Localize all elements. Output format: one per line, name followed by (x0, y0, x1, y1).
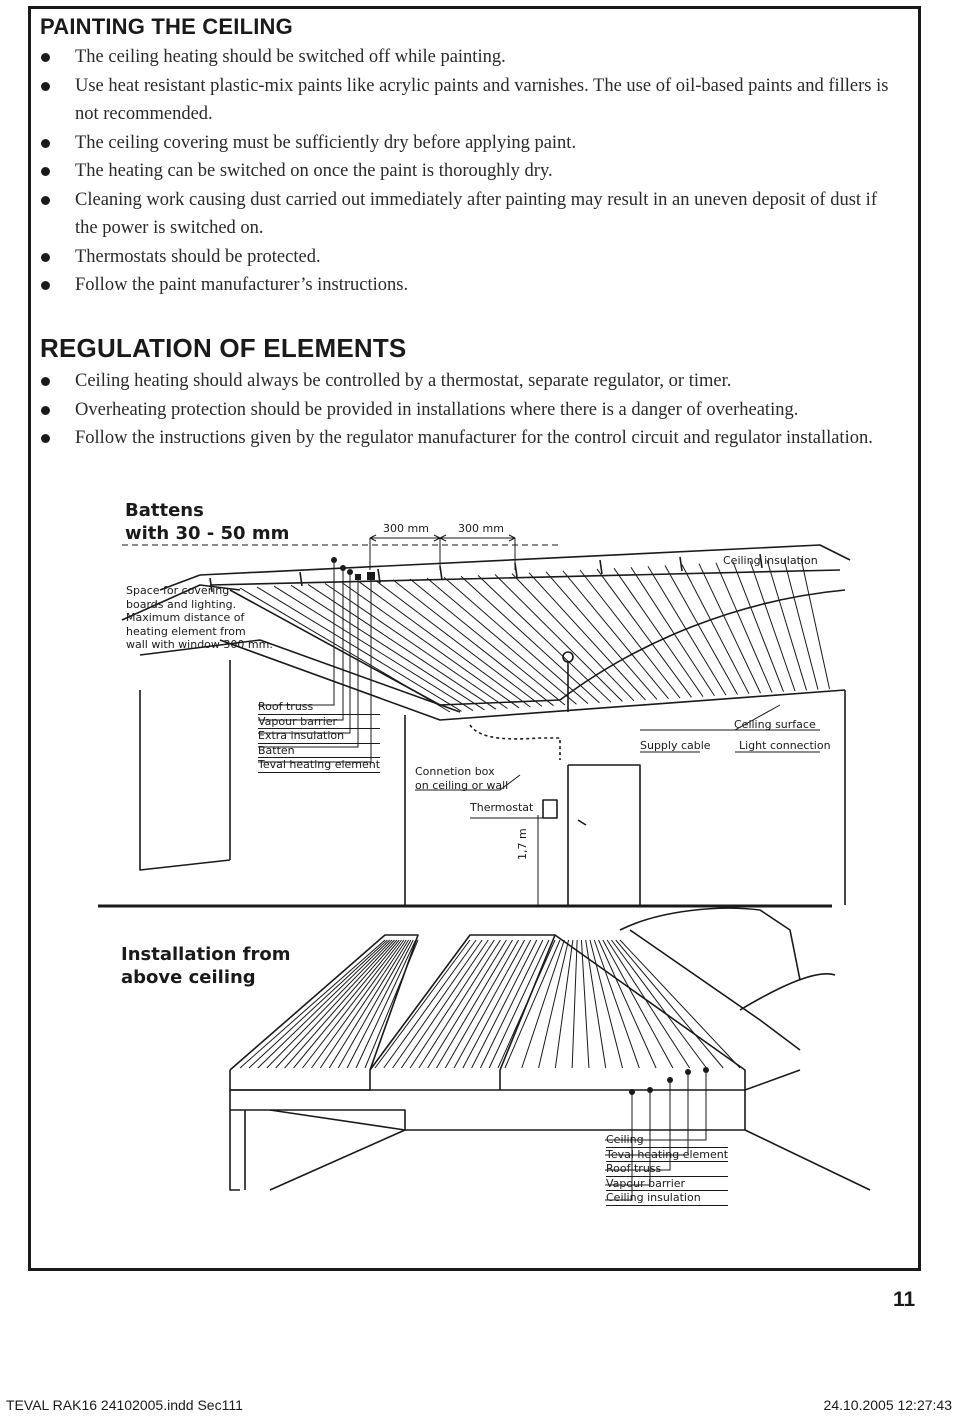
page-frame (28, 6, 921, 1271)
label-light-connection: Light connection (739, 739, 831, 752)
list-item: The ceiling heating should be switched o… (40, 43, 900, 72)
layer-label: Batten (258, 744, 381, 758)
label-ceiling-surface: Ceiling surface (734, 718, 816, 731)
label-top-layers: Roof truss Vapour barrier Extra insulati… (258, 700, 381, 773)
label-bottom-layers: Ceiling Teval heating element Roof truss… (606, 1133, 729, 1206)
layer-label: Ceiling (606, 1133, 729, 1148)
list-item: The ceiling covering must be sufficientl… (40, 129, 900, 158)
list-item: Use heat resistant plastic-mix paints li… (40, 72, 900, 129)
note-line: boards and lighting. (126, 597, 237, 611)
dimension-label: 300 mm (458, 522, 504, 535)
dimension-label: 300 mm (383, 522, 429, 535)
note-line: wall with window 300 mm. (126, 638, 273, 651)
diagram-title-battens: Battens with 30 - 50 mm (125, 499, 289, 545)
list-item: Overheating protection should be provide… (40, 396, 900, 425)
list-item: Cleaning work causing dust carried out i… (40, 186, 900, 243)
note-line: heating element from (126, 624, 246, 638)
label-thermostat: Thermostat (470, 801, 534, 814)
regulation-list: Ceiling heating should always be control… (40, 367, 900, 453)
page-number: 11 (893, 1288, 916, 1311)
layer-label: Ceiling insulation (606, 1191, 729, 1206)
label-line: on ceiling or wall (415, 778, 509, 792)
label-supply-cable: Supply cable (640, 739, 711, 752)
section-title-regulation: REGULATION OF ELEMENTS (40, 333, 407, 363)
label-space-note: Space for covering boards and lighting. … (126, 584, 273, 652)
diagram-title-line: with 30 - 50 mm (125, 523, 290, 544)
diagram-title-line: Battens (125, 500, 204, 521)
label-line: Connetion box (415, 765, 495, 778)
diagram-title-installation: Installation from above ceiling (121, 943, 291, 989)
layer-label: Teval heating element (258, 758, 381, 773)
footer-file: TEVAL RAK16 24102005.indd Sec111 (6, 1397, 243, 1413)
diagram-title-line: above ceiling (121, 967, 256, 988)
list-item: Follow the instructions given by the reg… (40, 424, 900, 453)
layer-label: Vapour barrier (606, 1177, 729, 1191)
label-connection-box: Connetion box on ceiling or wall (415, 765, 508, 792)
footer-timestamp: 24.10.2005 12:27:43 (823, 1397, 952, 1413)
layer-label: Teval heating element (606, 1147, 729, 1162)
painting-list: The ceiling heating should be switched o… (40, 43, 900, 300)
list-item: Thermostats should be protected. (40, 243, 900, 272)
note-line: Maximum distance of (126, 611, 245, 624)
layer-label: Extra insulation (258, 729, 381, 744)
label-ceiling-insulation: Ceiling insulation (723, 554, 818, 567)
layer-label: Vapour barrier (258, 715, 381, 729)
layer-label: Roof truss (258, 700, 381, 715)
layer-label: Roof truss (606, 1162, 729, 1177)
list-item: The heating can be switched on once the … (40, 157, 900, 186)
section-title-painting: PAINTING THE CEILING (40, 14, 293, 39)
list-item: Ceiling heating should always be control… (40, 367, 900, 396)
list-item: Follow the paint manufacturer’s instruct… (40, 271, 900, 300)
diagram-title-line: Installation from (121, 944, 291, 965)
note-line: Space for covering (126, 584, 230, 597)
label-height: 1,7 m (516, 828, 529, 860)
